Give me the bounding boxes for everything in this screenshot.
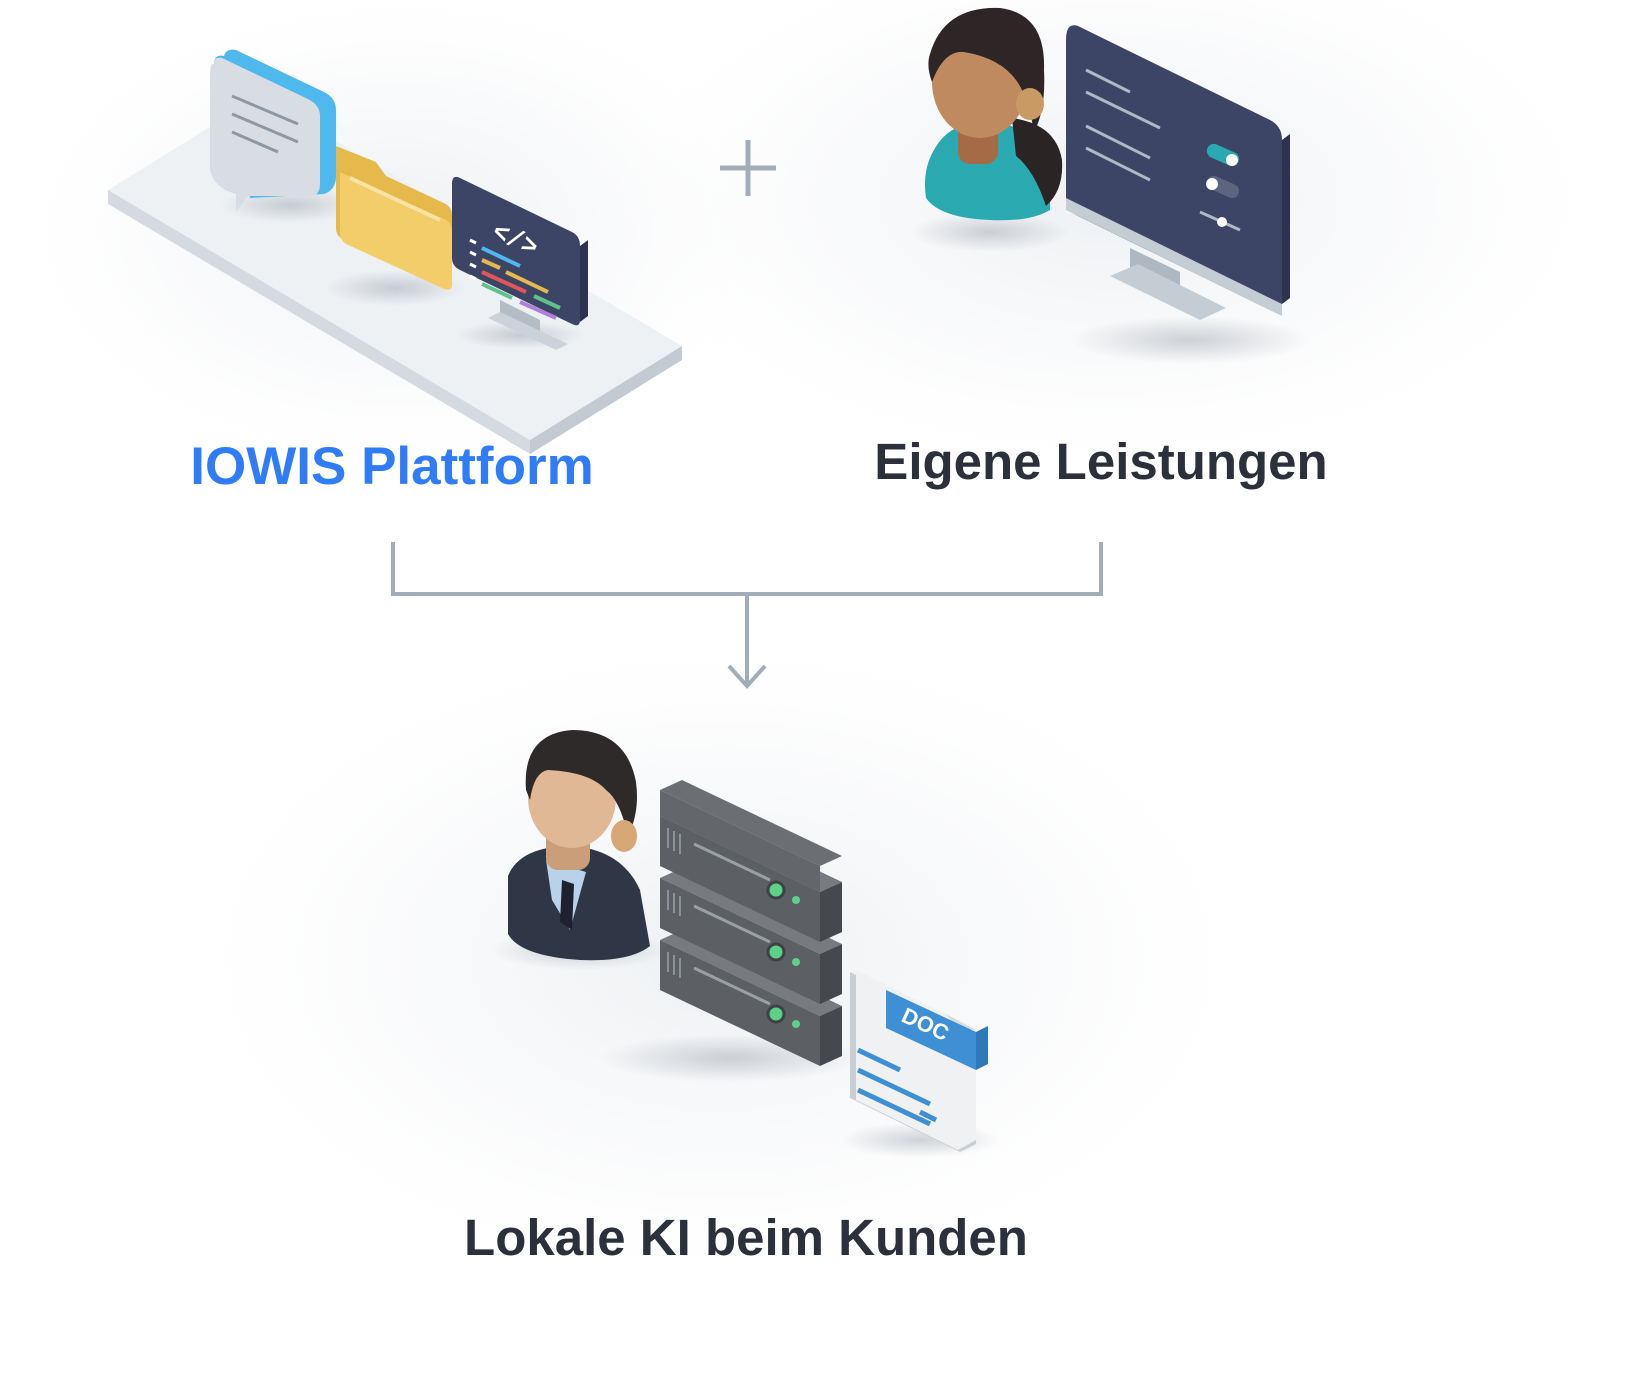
plus-icon [720,140,776,196]
server-unit [660,780,842,942]
server-unit [660,930,842,1066]
local-ai-label: Lokale KI beim Kunden [464,1209,1028,1266]
server-rack-icon [600,780,860,1082]
merge-arrow-icon [391,542,1103,689]
chat-bubble-icon [210,49,360,223]
code-monitor-icon: </> [452,176,588,350]
woman-avatar-icon [910,7,1070,252]
server-unit [660,868,842,1004]
own-services-label: Eigene Leistungen [874,433,1328,490]
platform-icon-group: </> [108,49,682,454]
own-services-icon-group [910,7,1310,364]
businessman-avatar-icon [490,730,670,970]
settings-monitor-icon [1066,25,1310,364]
local-ai-icon-group: DOC [490,730,1000,1158]
halo-own-services [590,0,1630,480]
folder-icon [325,146,465,306]
platform-label: IOWIS Plattform [190,437,594,496]
